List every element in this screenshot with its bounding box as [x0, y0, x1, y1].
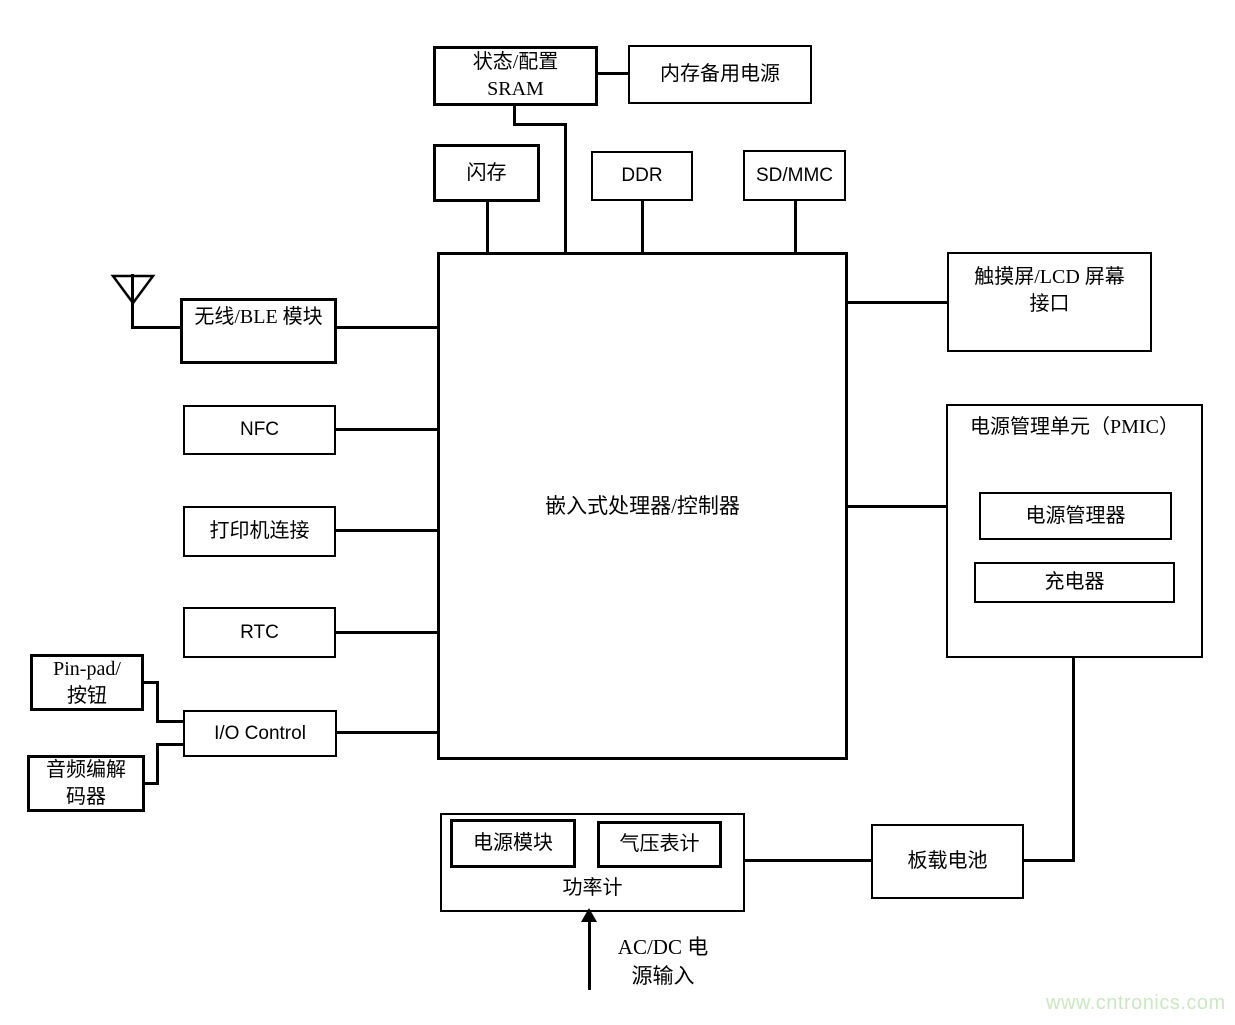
- connector-flash-processor: [486, 200, 489, 254]
- block-flash: 闪存: [433, 144, 540, 202]
- connector-processor-touchscreen: [847, 301, 947, 304]
- connector-pmic-battery-v: [1072, 658, 1075, 862]
- block-power-manager: 电源管理器: [979, 492, 1172, 540]
- block-audio-codec: 音频编解 码器: [27, 755, 145, 812]
- block-rtc: RTC: [183, 607, 336, 658]
- block-processor: 嵌入式处理器/控制器: [437, 252, 848, 760]
- connector-pinpad-io-2: [156, 681, 159, 723]
- block-nfc: NFC: [183, 405, 336, 455]
- connector-sram-drop-2: [513, 123, 567, 126]
- antenna-icon: [110, 274, 156, 306]
- acdc-input-label: AC/DC 电 源输入: [617, 935, 709, 989]
- connector-sram-drop-1: [513, 104, 516, 126]
- connector-pinpad-io-1: [144, 681, 159, 684]
- block-barometer: 气压表计: [597, 821, 722, 868]
- connector-processor-pmic: [847, 505, 946, 508]
- block-sd-mmc: SD/MMC: [743, 150, 846, 201]
- connector-antenna-wireless: [131, 326, 181, 329]
- acdc-arrow-shaft: [588, 920, 591, 990]
- block-pinpad: Pin-pad/ 按钮: [30, 654, 144, 711]
- connector-pinpad-io-3: [156, 720, 185, 723]
- block-charger: 充电器: [974, 562, 1175, 603]
- block-memory-backup-power: 内存备用电源: [628, 45, 812, 104]
- connector-printer-processor: [336, 529, 439, 532]
- connector-ddr-processor: [641, 199, 644, 254]
- block-status-sram: 状态/配置 SRAM: [433, 46, 598, 106]
- connector-io-processor: [337, 731, 439, 734]
- block-printer-link: 打印机连接: [183, 506, 336, 557]
- block-wireless-ble: 无线/BLE 模块: [180, 298, 337, 364]
- connector-audio-io-1: [144, 782, 159, 785]
- connector-audio-io-3: [156, 743, 185, 746]
- block-ddr: DDR: [591, 151, 693, 201]
- connector-powermeter-battery: [745, 859, 871, 862]
- block-power-module: 电源模块: [450, 819, 576, 868]
- watermark: www.cntronics.com: [1046, 992, 1226, 1014]
- connector-wireless-processor: [336, 326, 439, 329]
- arrow-up-icon: [581, 908, 597, 922]
- connector-sram-processor: [564, 123, 567, 254]
- connector-audio-io-2: [156, 743, 159, 785]
- connector-antenna-stem: [131, 274, 134, 329]
- block-touchscreen-lcd: 触摸屏/LCD 屏幕 接口: [947, 252, 1152, 352]
- connector-nfc-processor: [336, 428, 439, 431]
- block-battery: 板载电池: [871, 824, 1024, 899]
- connector-sram-memory-backup: [597, 72, 630, 75]
- connector-rtc-processor: [336, 631, 439, 634]
- block-io-control: I/O Control: [183, 710, 337, 757]
- connector-pmic-battery-h: [1024, 859, 1075, 862]
- connector-sdmmc-processor: [794, 199, 797, 254]
